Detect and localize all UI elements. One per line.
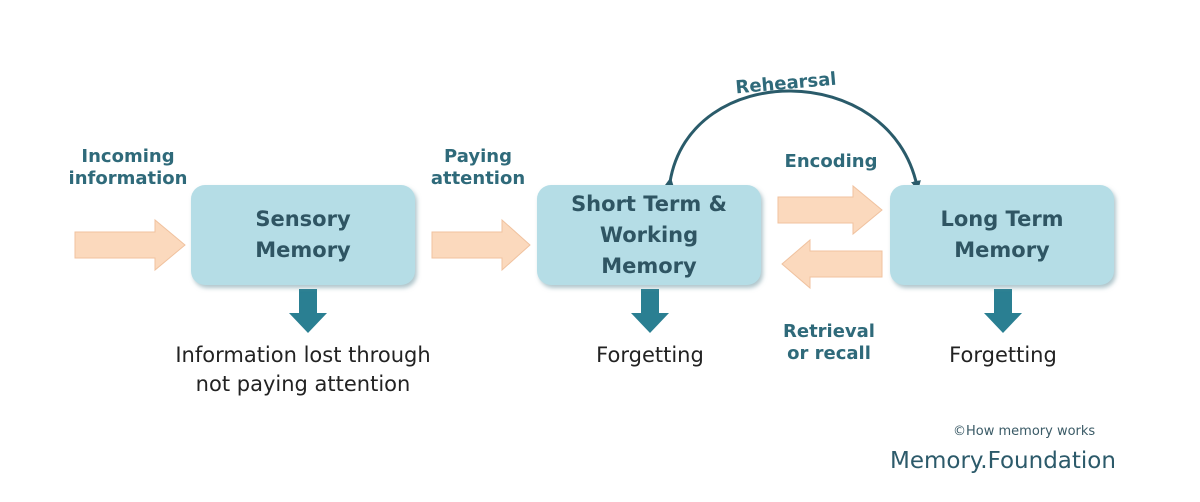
retrieval-label: Retrieval or recall bbox=[783, 321, 875, 364]
encoding-label: Encoding bbox=[784, 151, 878, 172]
short-term-memory-box: Short Term & Working Memory bbox=[537, 185, 761, 285]
brand-text: Memory.Foundation bbox=[890, 448, 1116, 474]
short-term-outcome-text: Forgetting bbox=[596, 343, 704, 367]
sensory-memory-label: Sensory Memory bbox=[255, 207, 351, 262]
copyright-text: ©How memory works bbox=[953, 424, 1096, 439]
long-term-down-arrow bbox=[984, 289, 1022, 333]
long-term-memory-label: Long Term Memory bbox=[940, 207, 1064, 262]
incoming-arrow bbox=[74, 218, 186, 272]
long-term-memory-box: Long Term Memory bbox=[890, 185, 1114, 285]
long-term-outcome-text: Forgetting bbox=[949, 343, 1057, 367]
paying-attention-label: Paying attention bbox=[430, 146, 526, 189]
short-term-down-arrow bbox=[631, 289, 669, 333]
sensory-memory-box: Sensory Memory bbox=[191, 185, 415, 285]
attention-arrow bbox=[431, 218, 531, 272]
incoming-information-label: Incoming information bbox=[68, 146, 188, 189]
rehearsal-curve bbox=[664, 89, 921, 191]
sensory-down-arrow bbox=[289, 289, 327, 333]
short-term-memory-label: Short Term & Working Memory bbox=[571, 191, 727, 278]
sensory-outcome-text: Information lost through not paying atte… bbox=[175, 343, 431, 396]
encoding-arrow bbox=[777, 184, 883, 236]
retrieval-arrow bbox=[781, 238, 883, 290]
